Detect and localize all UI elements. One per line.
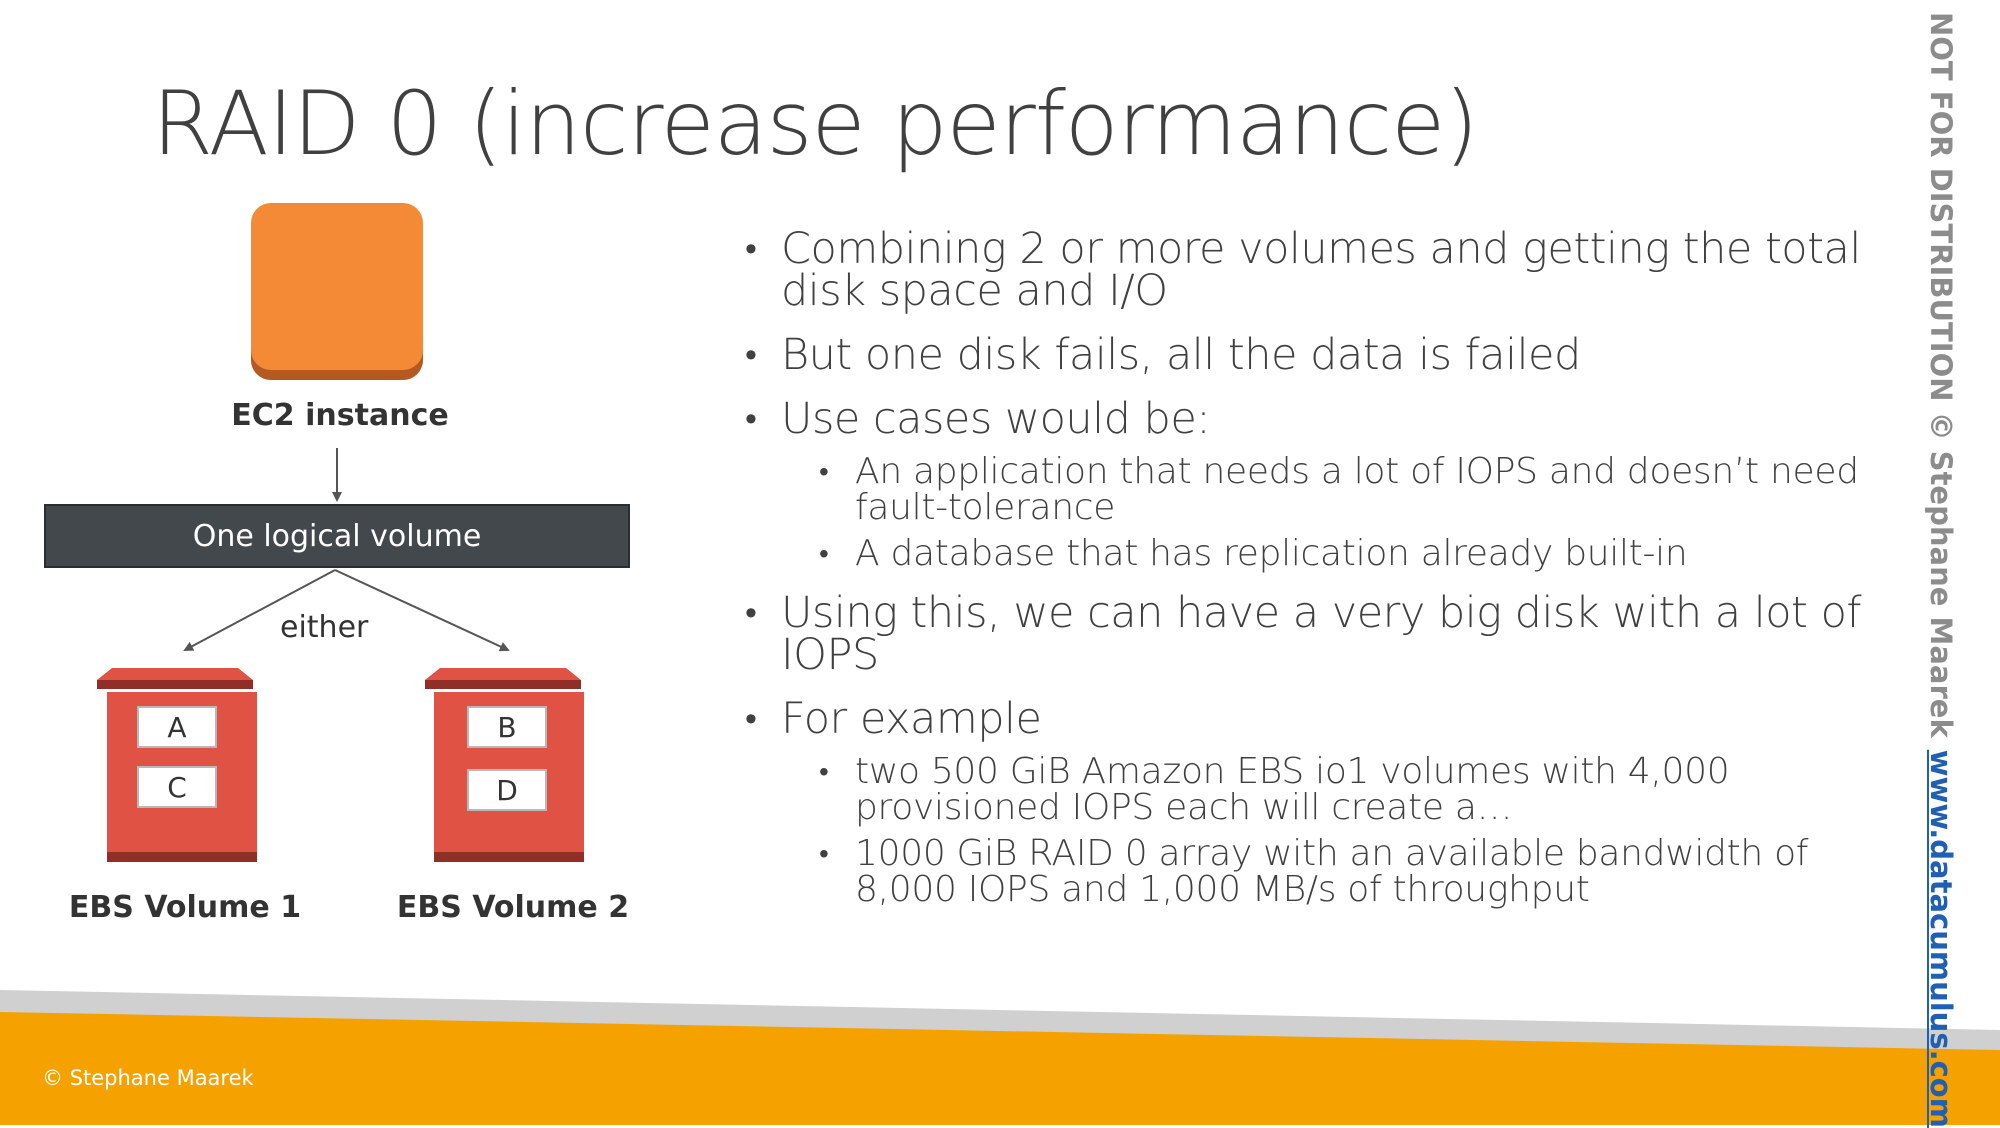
either-label: either (280, 610, 369, 645)
slide-title: RAID 0 (increase performance) (152, 72, 1479, 175)
footer-orange-stripe (0, 1012, 2000, 1125)
block-c: C (137, 766, 217, 808)
ebs-volume-1-icon (97, 668, 257, 862)
raid0-diagram: EC2 instance One logical volume either A… (0, 0, 700, 1000)
arrow-to-volume-1 (183, 569, 336, 651)
bullet-item: But one disk fails, all the data is fail… (745, 334, 1895, 377)
sub-bullet-item: 1000 GiB RAID 0 array with an available … (819, 836, 1895, 908)
example-sublist: two 500 GiB Amazon EBS io1 volumes with … (745, 754, 1895, 908)
bullet-item: Use cases would be: (745, 398, 1895, 441)
ebs-volume-2-icon (425, 668, 584, 862)
bullet-item: Using this, we can have a very big disk … (745, 592, 1895, 677)
sub-bullet-item: An application that needs a lot of IOPS … (819, 454, 1895, 526)
block-b: B (467, 706, 547, 748)
block-a: A (137, 706, 217, 748)
bullet-item: Combining 2 or more volumes and getting … (745, 228, 1895, 313)
watermark-text: NOT FOR DISTRIBUTION © Stephane Maarek (1924, 12, 1958, 738)
vertical-watermark: NOT FOR DISTRIBUTION © Stephane Maarek ww… (1924, 12, 1958, 1128)
footer-gray-stripe (0, 990, 2000, 1125)
sub-bullet-item: A database that has replication already … (819, 536, 1895, 573)
use-cases-sublist: An application that needs a lot of IOPS … (745, 454, 1895, 573)
logical-volume-box: One logical volume (44, 504, 630, 568)
ebs-volume-2-label: EBS Volume 2 (396, 890, 630, 925)
diagram-connectors (97, 448, 584, 862)
block-d: D (467, 769, 547, 811)
ec2-instance-icon (251, 203, 423, 380)
ebs-volume-1-label: EBS Volume 1 (68, 890, 302, 925)
bullet-list: Combining 2 or more volumes and getting … (745, 228, 1895, 928)
ec2-instance-label: EC2 instance (231, 398, 449, 433)
sub-bullet-item: two 500 GiB Amazon EBS io1 volumes with … (819, 754, 1895, 826)
bullet-item: For example (745, 698, 1895, 741)
arrow-to-volume-2 (334, 569, 510, 652)
watermark-site-link[interactable]: www.datacumulus.com (1924, 749, 1958, 1128)
footer-copyright: © Stephane Maarek (42, 1066, 254, 1090)
